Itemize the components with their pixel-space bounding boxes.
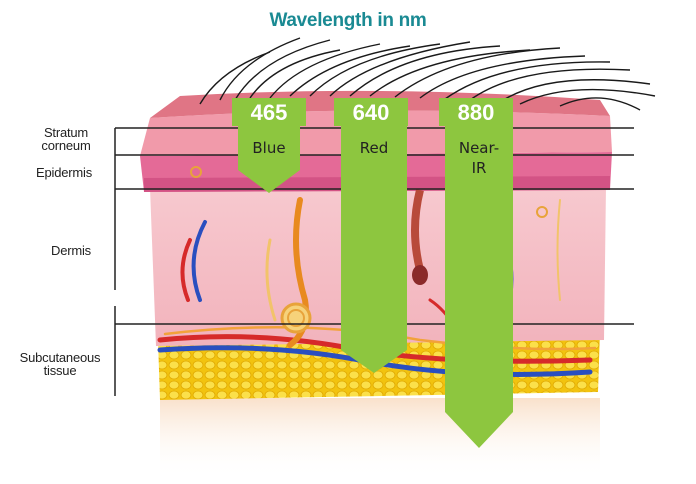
arrow-640 (334, 98, 408, 373)
arrow-880 (439, 98, 513, 448)
wavelength-value-880: 880 (457, 100, 495, 125)
label-subcutaneous-tissue: Subcutaneous tissue (19, 350, 101, 378)
arrow-465 (232, 98, 306, 193)
diagram-title: Wavelength in nm (269, 10, 427, 31)
label-stratum-corneum: Stratum corneum (41, 125, 91, 153)
wavelength-name-blue: Blue (252, 139, 286, 157)
hairs (199, 37, 656, 111)
reflection (160, 398, 600, 478)
wavelength-value-465: 465 (250, 100, 288, 125)
wavelength-value-640: 640 (352, 100, 390, 125)
sweat-gland (280, 302, 312, 334)
wavelength-name-near-ir: Near- IR (458, 139, 500, 177)
label-epidermis: Epidermis (36, 165, 92, 180)
label-dermis: Dermis (51, 243, 91, 258)
wavelength-name-red: Red (359, 139, 389, 157)
hair-follicle (411, 189, 428, 285)
